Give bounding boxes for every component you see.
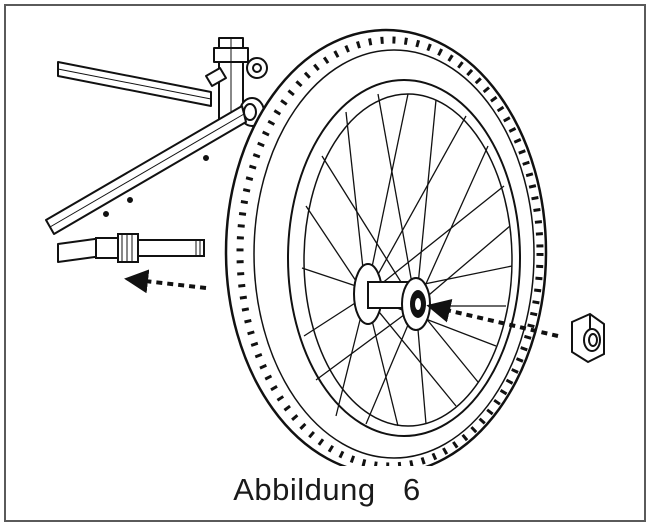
- figure-caption: Abbildung 6: [233, 472, 421, 507]
- hex-nut-icon: [571, 312, 605, 364]
- dotted-arrow-nut-icon: [426, 299, 559, 338]
- assembly-illustration: [45, 28, 605, 466]
- figure-frame: Abbildung 6: [4, 4, 646, 522]
- dotted-arrow-left-icon: [124, 269, 207, 294]
- trailer-frame-icon: [45, 37, 268, 263]
- axle-icon: [95, 233, 205, 263]
- wheel-icon: [224, 28, 548, 466]
